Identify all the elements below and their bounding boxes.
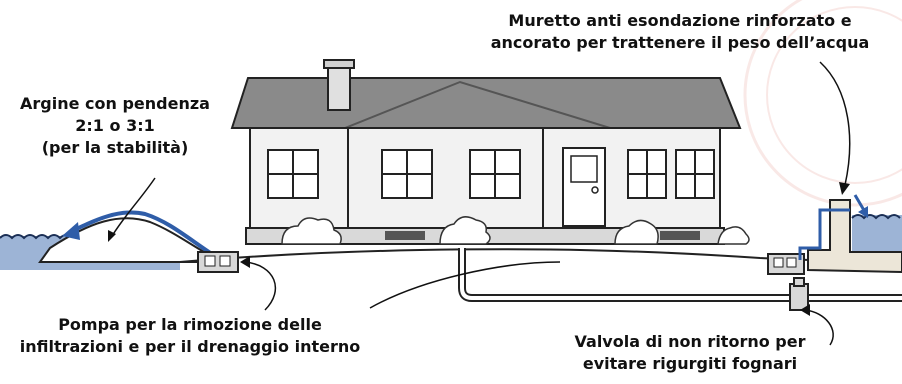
watermark-seal [743,0,902,207]
house [230,59,742,245]
window [675,149,715,199]
label-floodwall: Muretto anti esondazione rinforzato e an… [470,10,890,54]
window [469,149,521,199]
window [267,149,319,199]
label-backflow-line-1: Valvola di non ritorno per [574,332,806,351]
front-door [562,147,606,227]
shrubs [281,216,750,245]
label-levee-line-1: Argine con pendenza [20,94,210,113]
roof [230,77,742,129]
label-floodwall-line-1: Muretto anti esondazione rinforzato e [508,11,852,30]
label-backflow: Valvola di non ritorno per evitare rigur… [540,331,840,375]
label-sump: Pompa per la rimozione delle infiltrazio… [10,314,370,358]
label-floodwall-line-2: ancorato per trattenere il peso dell’acq… [490,33,870,52]
window [381,149,433,199]
floodwall-seepage-flow [798,208,850,260]
leader-line-floodwall [819,61,851,186]
label-sump-line-2: infiltrazioni e per il drenaggio interno [19,337,361,356]
right-floodwater [851,214,902,251]
label-sump-line-1: Pompa per la rimozione delle [58,315,322,334]
chimney [327,63,351,111]
label-levee-line-2: 2:1 o 3:1 [75,116,155,135]
label-backflow-line-2: evitare rigurgiti fognari [582,354,798,373]
leader-line-levee [111,177,156,237]
leader-line-sewer-connection [369,261,561,309]
sump-pit [197,251,239,273]
label-levee-line-3: (per la stabilità) [41,138,189,157]
levee-flow-arrowhead [62,222,80,240]
leader-line-sump [244,261,276,311]
sump-pit-right [767,253,805,275]
floodwall [807,199,902,274]
ground-line [179,248,861,263]
levee-seepage-flow [69,210,217,258]
label-levee: Argine con pendenza 2:1 o 3:1 (per la st… [20,93,210,159]
backflow-valve [789,277,809,311]
window [627,149,667,199]
